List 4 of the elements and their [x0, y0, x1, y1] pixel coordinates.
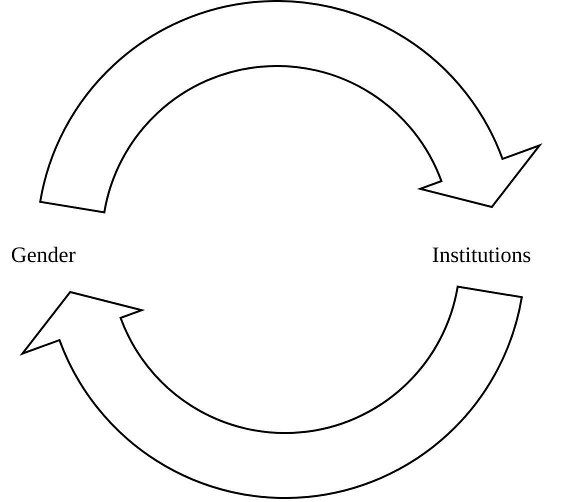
curved-block-arrow	[39, 0, 541, 214]
node-label: Gender	[11, 242, 76, 268]
curved-block-arrow	[21, 286, 523, 499]
node-label: Institutions	[432, 242, 532, 268]
